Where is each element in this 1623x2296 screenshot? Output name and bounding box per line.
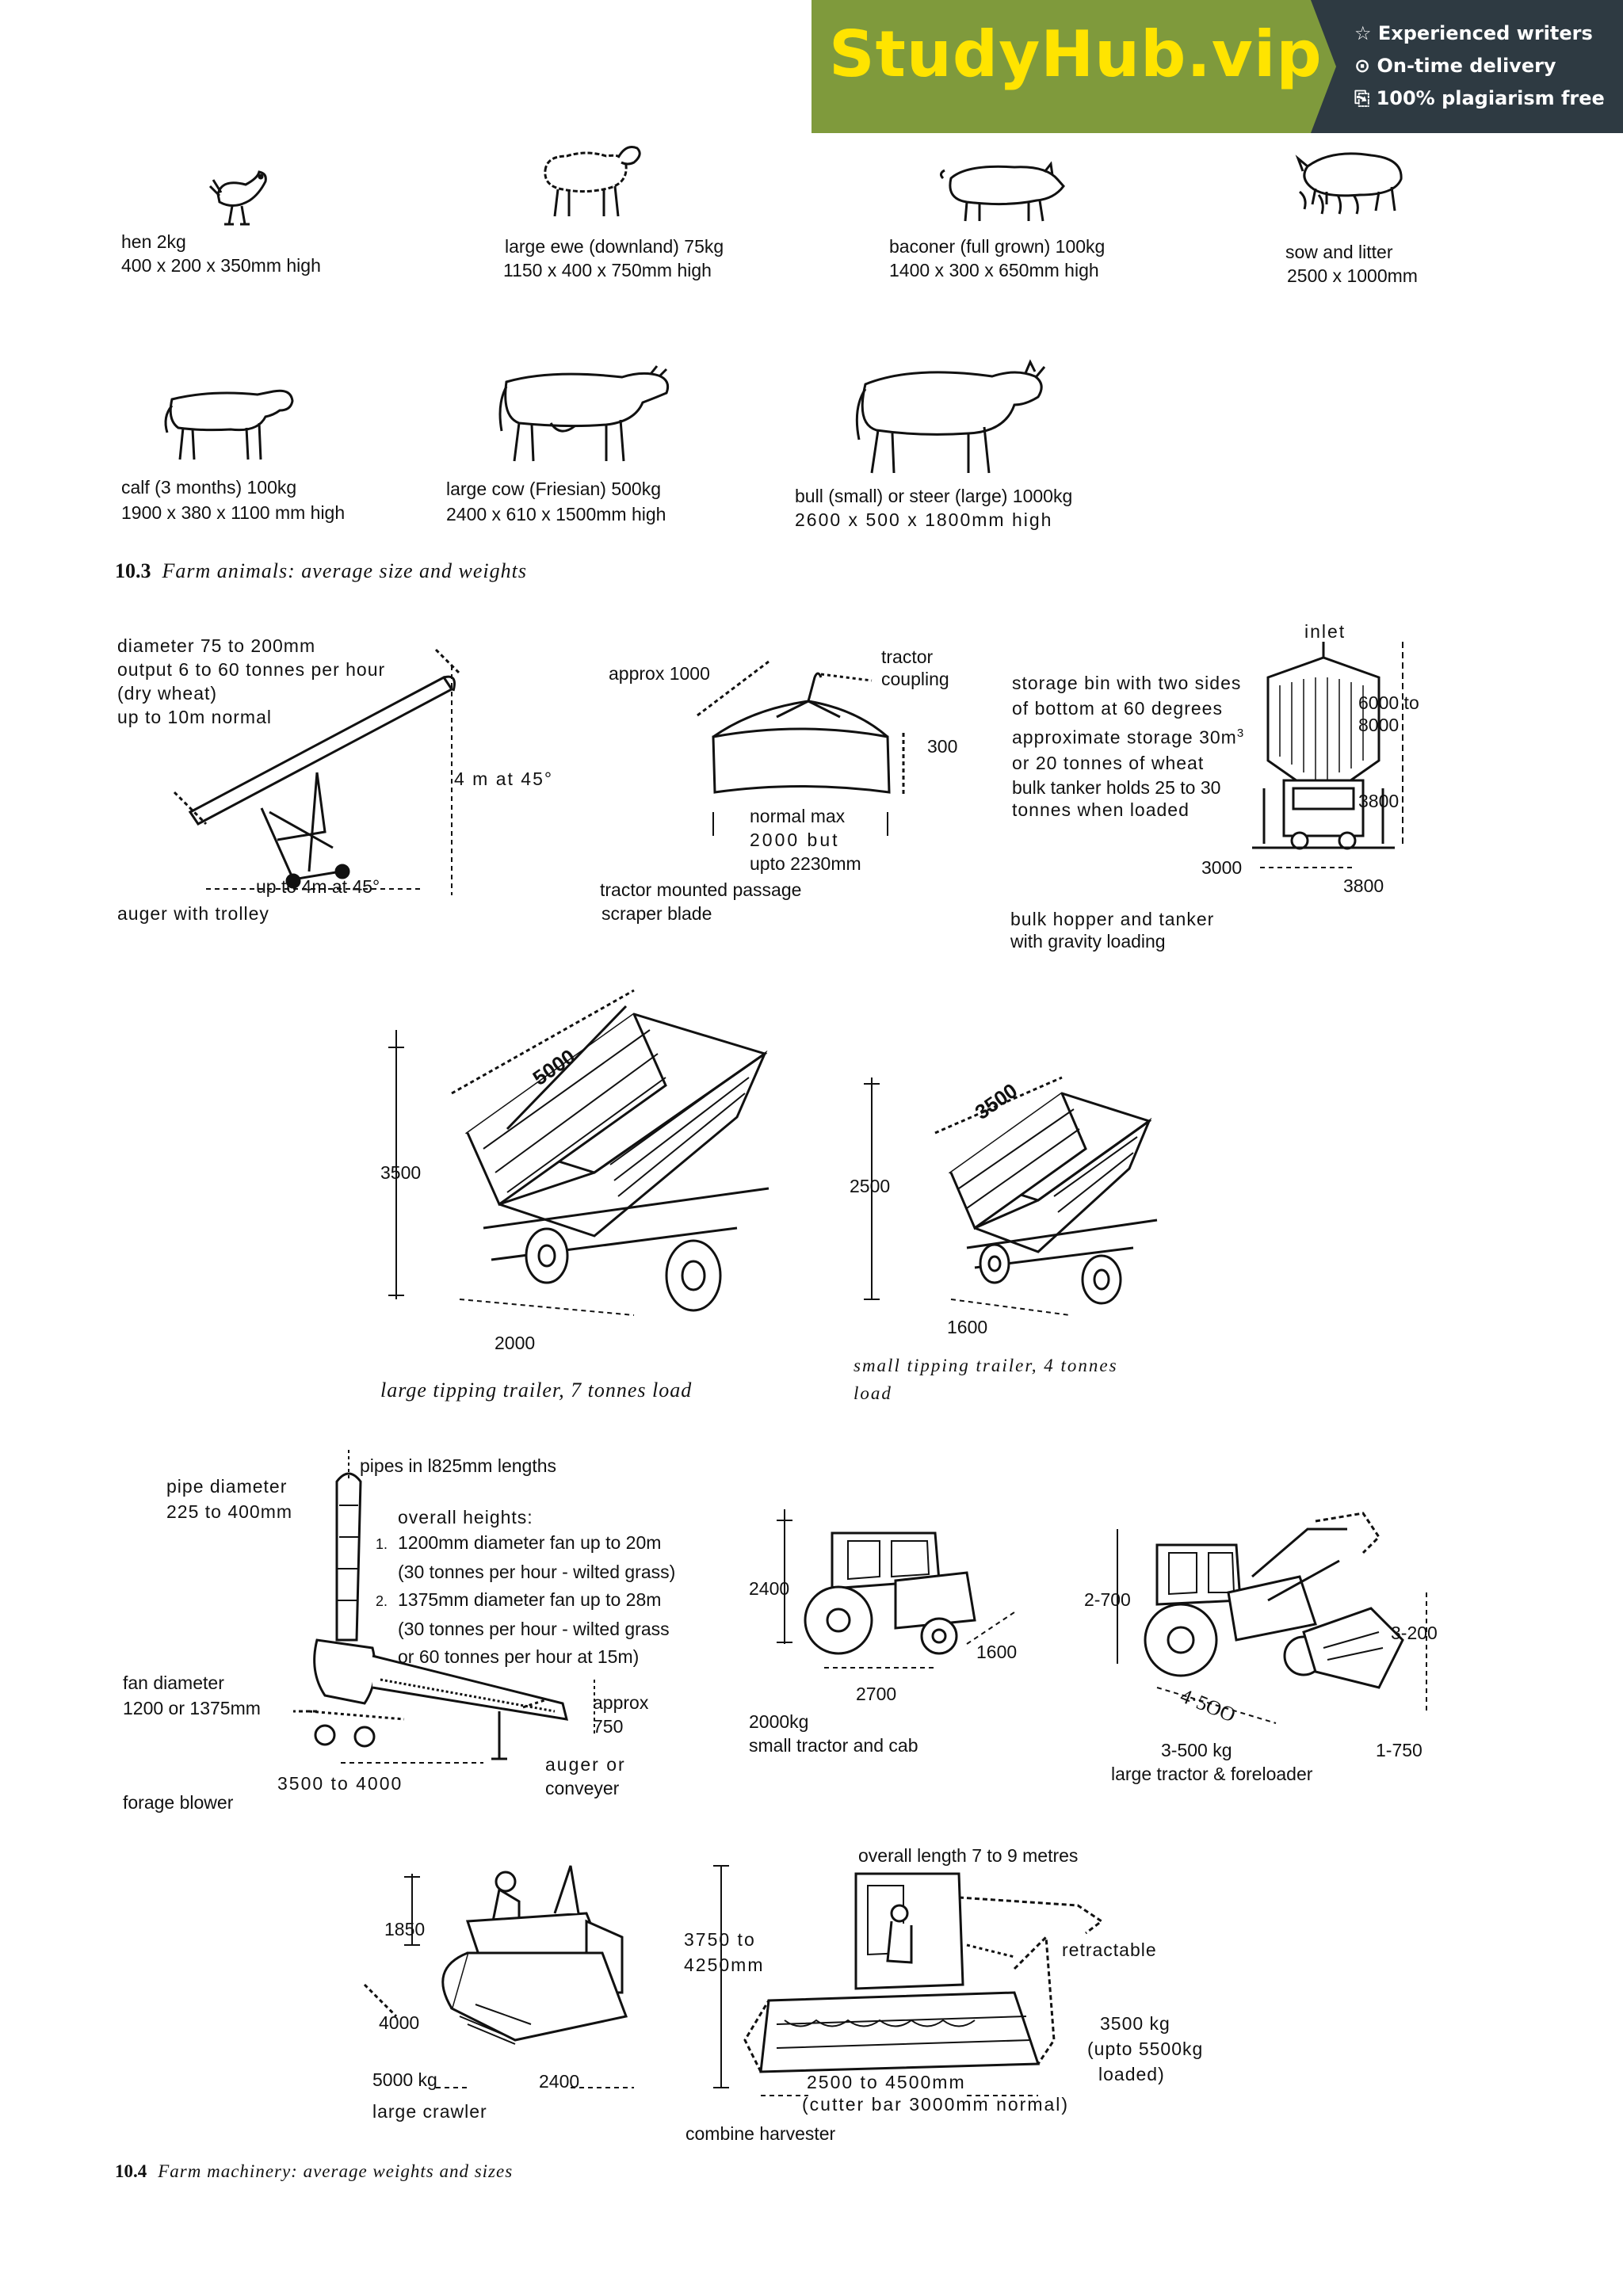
auger-specs: diameter 75 to 200mm output 6 to 60 tonn… xyxy=(117,635,386,727)
promo-banner[interactable]: StudyHub.vip ☆ Experienced writers ⊙ On-… xyxy=(812,0,1623,133)
auger-drawing xyxy=(174,634,475,895)
brand-logo[interactable]: StudyHub.vip xyxy=(829,17,1323,91)
large-tractor-right-height: 3-200 xyxy=(1391,1623,1438,1643)
small-tractor-caption: 2000kg small tractor and cab xyxy=(749,1711,918,1756)
combine-overall-length: overall length 7 to 9 metres xyxy=(858,1845,1079,1866)
document-check-icon: ⎘ xyxy=(1354,87,1370,109)
star-icon: ☆ xyxy=(1354,22,1372,44)
small-tractor-length: 2700 xyxy=(856,1684,897,1704)
small-trailer-drawing xyxy=(864,1062,1181,1331)
large-trailer-height: 3500 xyxy=(380,1162,422,1183)
calf-icon xyxy=(155,382,297,465)
combine-height: 3750 to 4250mm xyxy=(684,1929,765,1975)
animal-bull: bull (small) or steer (large) 1000kg 260… xyxy=(795,486,1073,530)
feature-plagiarism-free: ⎘ 100% plagiarism free xyxy=(1354,87,1605,109)
small-trailer-caption: small tipping trailer, 4 tonnes load xyxy=(854,1356,1118,1403)
feature-experienced-writers: ☆ Experienced writers xyxy=(1354,22,1593,44)
large-trailer-caption: large tipping trailer, 7 tonnes load xyxy=(380,1379,693,1402)
hopper-specs: storage bin with two sides of bottom at … xyxy=(1012,673,1245,773)
feature-on-time-delivery: ⊙ On-time delivery xyxy=(1354,55,1556,77)
bulk-hopper-drawing xyxy=(1236,630,1411,891)
scraper-coupling-label: tractor coupling xyxy=(881,646,949,689)
animal-calf: calf (3 months) 100kg 1900 x 380 x 1100 … xyxy=(121,477,346,523)
bull-icon xyxy=(842,360,1048,479)
large-tractor-caption: large tractor & foreloader xyxy=(1111,1764,1313,1784)
forage-auger-label: auger or conveyer xyxy=(545,1754,626,1798)
forage-heights-title: overall heights: xyxy=(398,1507,533,1527)
hopper-inlet-label: inlet xyxy=(1304,621,1346,642)
combine-weight: 3500 kg (upto 5500kg loaded) xyxy=(1087,2013,1204,2084)
large-tractor-bucket: 1-750 xyxy=(1376,1740,1423,1760)
large-crawler-drawing xyxy=(349,1866,650,2111)
crawler-weight: 5000 kg xyxy=(372,2069,437,2090)
animal-sow-litter: sow and litter 2500 x 1000mm xyxy=(1285,242,1418,286)
hopper-caption: bulk hopper and tanker with gravity load… xyxy=(1010,909,1215,952)
small-tractor-drawing xyxy=(777,1509,1038,1707)
cow-icon xyxy=(487,364,674,467)
hopper-width-right: 3800 xyxy=(1343,875,1384,896)
forage-blower-drawing xyxy=(262,1450,634,1783)
large-tractor-weight: 3-500 kg xyxy=(1161,1740,1232,1760)
crawler-length: 4000 xyxy=(379,2012,420,2033)
scraper-width-label: normal max 2000 but upto 2230mm xyxy=(750,806,861,874)
banner-background xyxy=(812,0,1623,133)
combine-harvester-drawing xyxy=(713,1858,1125,2103)
small-tractor-height: 2400 xyxy=(749,1578,790,1599)
clock-icon: ⊙ xyxy=(1354,55,1371,77)
combine-caption: combine harvester xyxy=(685,2123,836,2144)
small-tractor-width: 1600 xyxy=(976,1642,1018,1662)
crawler-height: 1850 xyxy=(384,1919,426,1939)
hopper-height-top: 6000 to 8000 xyxy=(1358,692,1419,735)
large-trailer-drawing xyxy=(388,990,785,1347)
combine-width: 2500 to 4500mm (cutter bar 3000mm normal… xyxy=(802,2072,1070,2115)
large-tractor-drawing xyxy=(1109,1513,1442,1751)
hopper-width-left: 3000 xyxy=(1201,857,1243,878)
animal-cow: large cow (Friesian) 500kg 2400 x 610 x … xyxy=(446,479,666,524)
forage-pipes-lengths: pipes in l825mm lengths xyxy=(360,1455,557,1476)
sow-litter-icon xyxy=(1284,143,1411,222)
forage-approx-label: approx 750 xyxy=(593,1692,649,1737)
animal-hen: hen 2kg 400 x 200 x 350mm high xyxy=(121,231,321,276)
animal-ewe: large ewe (downland) 75kg 1150 x 400 x 7… xyxy=(503,236,724,280)
forage-heights-list: 1.1200mm diameter fan up to 20m (30 tonn… xyxy=(376,1532,676,1667)
forage-blower-caption: forage blower xyxy=(123,1792,234,1813)
hopper-height-bottom: 3800 xyxy=(1358,791,1400,811)
forage-length-label: 3500 to 4000 xyxy=(277,1773,403,1794)
small-trailer-width: 1600 xyxy=(947,1317,988,1337)
crawler-width: 2400 xyxy=(539,2071,580,2092)
animal-baconer: baconer (full grown) 100kg 1400 x 300 x … xyxy=(889,236,1106,280)
scraper-depth-label: 300 xyxy=(927,736,958,757)
scraper-blade-drawing xyxy=(682,646,935,852)
scraper-approx-label: approx 1000 xyxy=(609,663,710,684)
hen-icon xyxy=(202,162,273,230)
auger-caption: auger with trolley xyxy=(117,903,269,924)
small-trailer-height: 2500 xyxy=(850,1176,891,1196)
forage-fan-diameter: fan diameter 1200 or 1375mm xyxy=(123,1672,261,1718)
combine-retractable-label: retractable xyxy=(1062,1939,1157,1960)
baconer-pig-icon xyxy=(935,154,1070,226)
auger-reach-label: up to 4m at 45° xyxy=(256,876,380,897)
hopper-tanker-specs: bulk tanker holds 25 to 30 tonnes when l… xyxy=(1012,777,1221,820)
forage-pipe-diameter: pipe diameter 225 to 400mm xyxy=(166,1476,293,1522)
ewe-icon xyxy=(531,139,646,222)
scraper-caption: tractor mounted passage scraper blade xyxy=(600,879,802,924)
large-tractor-left-height: 2-700 xyxy=(1084,1589,1131,1610)
auger-height-label: 4 m at 45° xyxy=(454,769,554,789)
large-trailer-width: 2000 xyxy=(495,1333,536,1353)
crawler-caption: large crawler xyxy=(372,2101,487,2122)
